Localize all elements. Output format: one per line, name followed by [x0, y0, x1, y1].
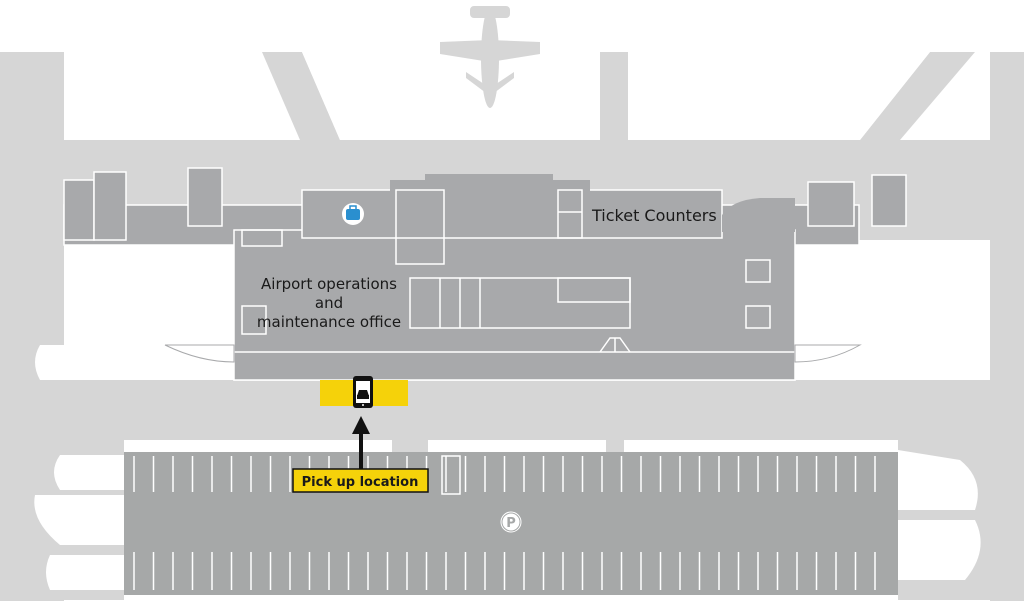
island-curve-right — [901, 345, 990, 380]
pickup-label: Pick up location — [302, 475, 419, 490]
walkways — [392, 440, 624, 452]
parking-lot: P — [124, 452, 898, 595]
parking-symbol: P — [506, 516, 516, 531]
building-right-1 — [807, 181, 855, 227]
building-far-left-2 — [93, 171, 127, 241]
terminal-right-curve — [722, 198, 795, 232]
airplane-icon — [440, 6, 540, 108]
island-lower-left-1 — [54, 455, 124, 490]
terminal: Ticket Counters Airport operations and m… — [63, 167, 907, 381]
island-left — [64, 240, 234, 340]
island-lower-right-1 — [898, 450, 978, 510]
building-left-3 — [187, 167, 223, 227]
road-islands — [34, 52, 990, 590]
island-lower-right-2 — [898, 520, 981, 580]
front-road — [0, 380, 1024, 440]
terminal-upper — [301, 189, 723, 239]
canopy-left — [164, 344, 235, 363]
terminal-front-band — [233, 351, 796, 381]
parking-icon: P — [499, 510, 523, 534]
ticket-counters-label: Ticket Counters — [591, 206, 717, 225]
ops-label-line2: and — [315, 294, 343, 312]
taxiway-left — [262, 52, 340, 140]
taxiway-far-right — [860, 52, 975, 140]
baggage-icon — [342, 203, 364, 225]
island-lower-left-3 — [46, 555, 124, 590]
island-right — [795, 240, 990, 340]
pickup-arrow — [352, 416, 370, 470]
island-lower-left-2 — [34, 495, 124, 545]
building-far-left-1 — [63, 179, 95, 241]
taxiway-right — [600, 52, 628, 140]
island-top-mid — [302, 52, 600, 140]
terminal-roof — [390, 180, 590, 192]
island-top-right — [628, 52, 930, 140]
terminal-roof-top — [425, 174, 553, 182]
rideshare-phone-icon — [353, 376, 373, 408]
pickup-label-box: Pick up location — [292, 468, 429, 493]
island-top-left — [64, 52, 262, 140]
ops-label-line3: maintenance office — [257, 313, 401, 331]
building-right-2 — [871, 174, 907, 227]
canopy-right — [794, 344, 862, 363]
ops-label-line1: Airport operations — [261, 275, 397, 293]
island-curve-left — [35, 345, 135, 380]
curb-lines — [178, 269, 850, 323]
island-top-far-right — [975, 52, 990, 140]
